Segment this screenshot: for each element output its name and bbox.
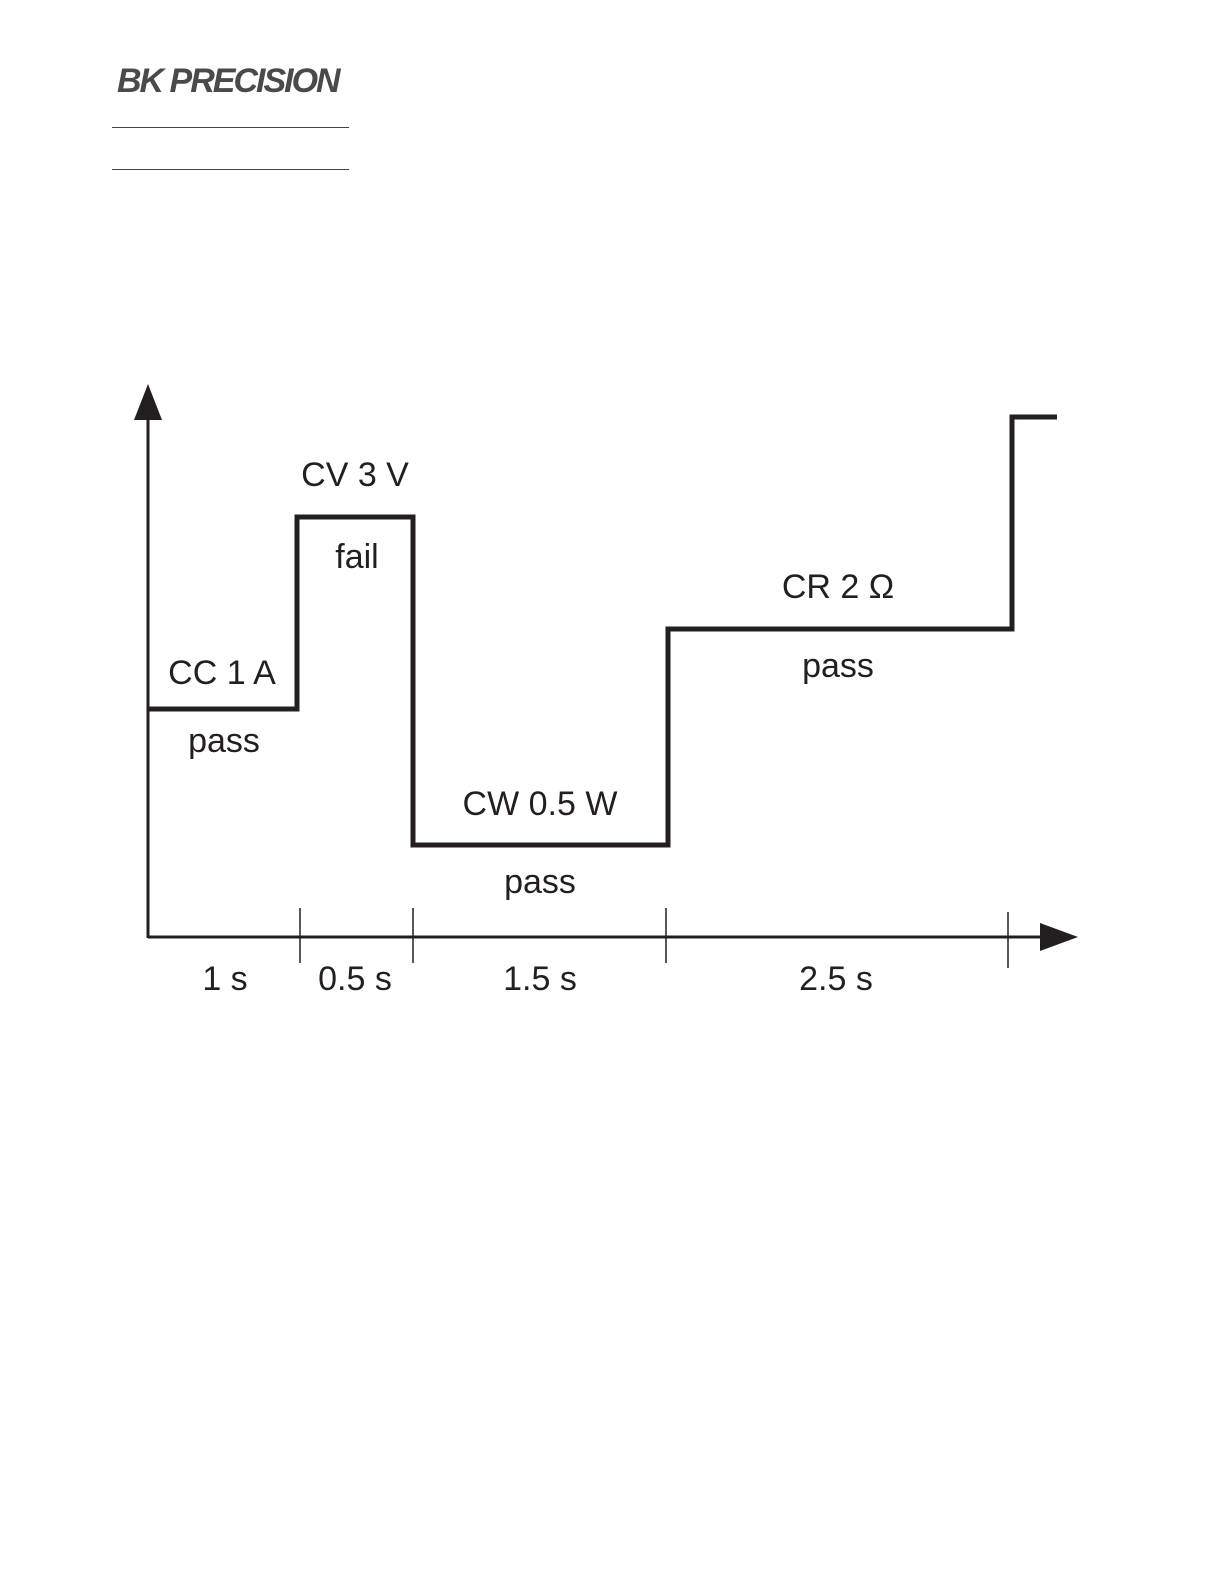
- step-result-label: pass: [188, 722, 260, 760]
- x-axis-arrowhead: [1040, 923, 1078, 951]
- step-result-label: pass: [504, 863, 576, 901]
- step-duration-label: 1.5 s: [503, 960, 577, 998]
- step-mode-label: CR 2 Ω: [782, 568, 894, 606]
- step-duration-label: 2.5 s: [799, 960, 873, 998]
- step-duration-label: 1 s: [202, 960, 247, 998]
- step-mode-label: CV 3 V: [301, 456, 409, 494]
- step-duration-label: 0.5 s: [318, 960, 392, 998]
- y-axis-arrowhead: [134, 384, 162, 420]
- step-mode-label: CC 1 A: [168, 654, 276, 692]
- step-mode-label: CW 0.5 W: [463, 785, 618, 823]
- step-waveform: [148, 417, 1057, 845]
- step-result-label: fail: [335, 538, 378, 576]
- step-result-label: pass: [802, 647, 874, 685]
